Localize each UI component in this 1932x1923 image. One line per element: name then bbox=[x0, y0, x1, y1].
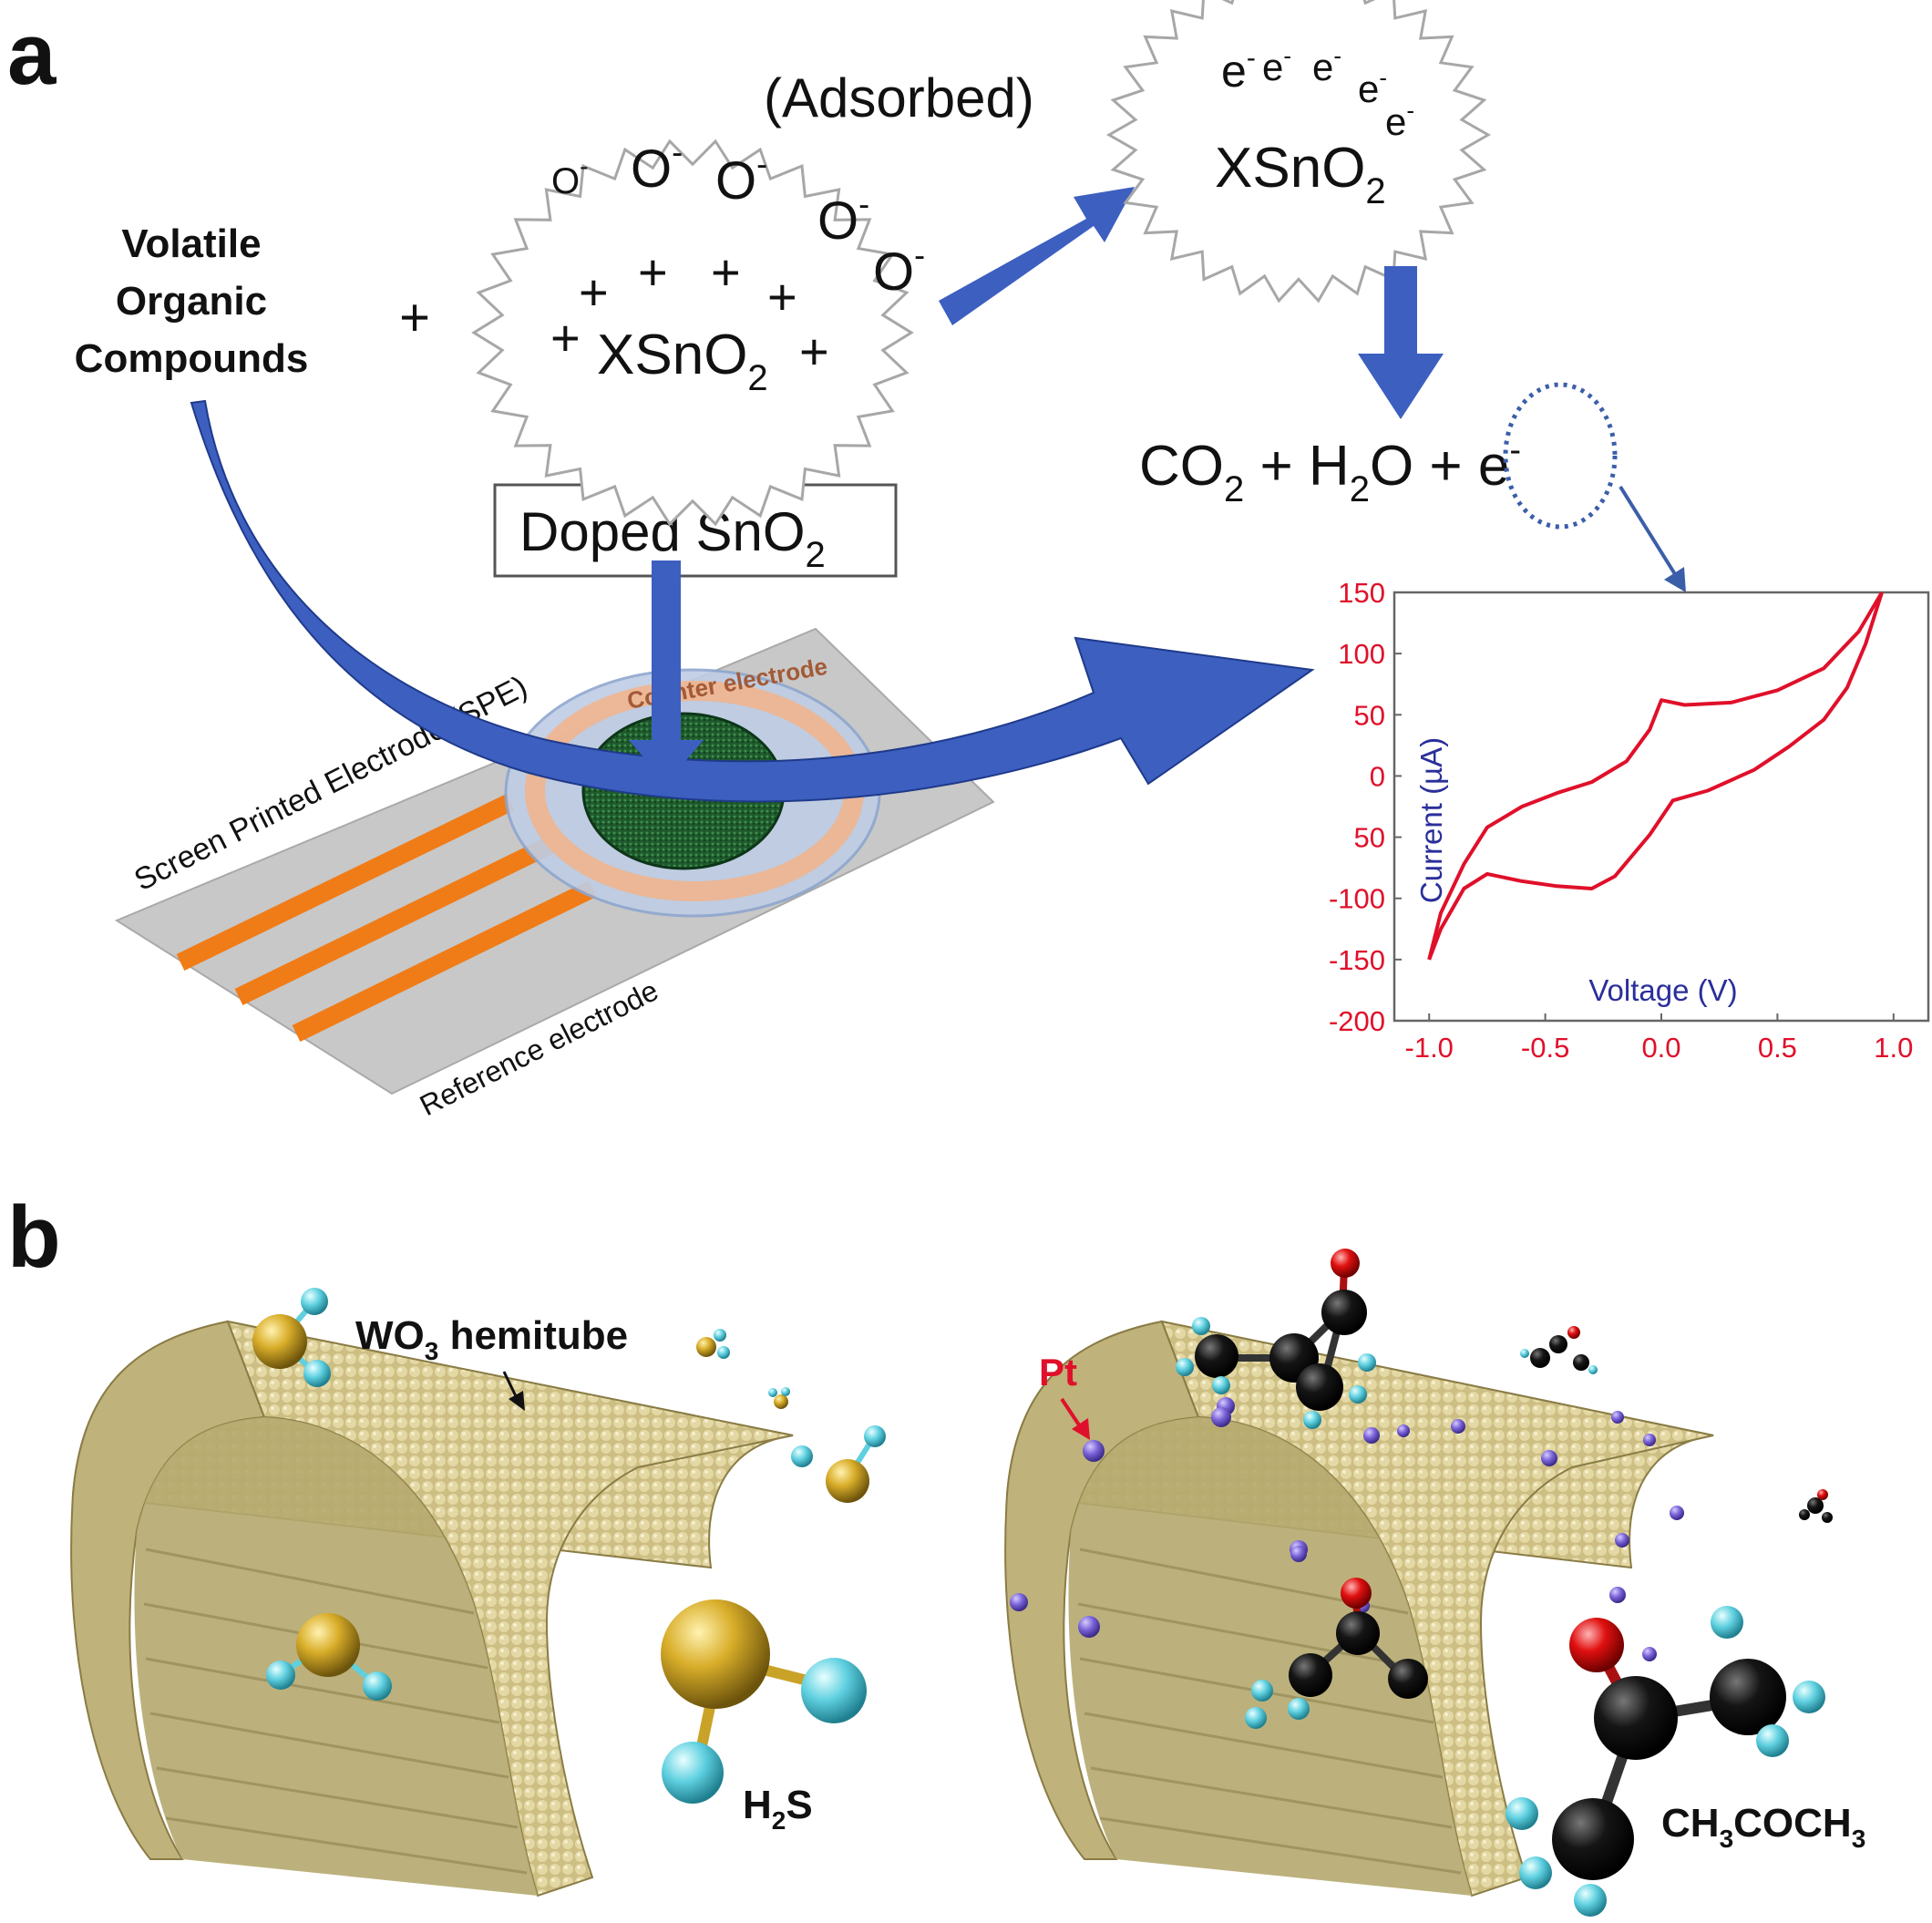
cv-series bbox=[1427, 591, 1884, 961]
svg-text:+: + bbox=[550, 309, 581, 366]
pt-nanoparticles bbox=[1010, 1397, 1684, 1727]
svg-text:e-: e- bbox=[1358, 64, 1387, 110]
svg-text:O-: O- bbox=[817, 185, 869, 251]
h2s-molecules bbox=[252, 1288, 886, 1804]
voc-label: Volatile Organic Compounds bbox=[75, 221, 309, 381]
down-arrow-head bbox=[629, 740, 704, 784]
svg-text:O-: O- bbox=[551, 152, 588, 201]
h2s-label: H2S bbox=[743, 1783, 813, 1835]
y-tick-label: -100 bbox=[1329, 883, 1385, 915]
y-tick-label: 0 bbox=[1370, 760, 1385, 792]
wo3-hemitube-left bbox=[70, 1320, 794, 1897]
y-tick-label: -200 bbox=[1329, 1005, 1385, 1037]
svg-text:+: + bbox=[638, 243, 668, 301]
wo3-hemitube-label: WO3 hemitube bbox=[355, 1313, 628, 1365]
h2s-molecule bbox=[696, 1329, 730, 1359]
h2s-molecule bbox=[252, 1288, 331, 1387]
cv-forward-sweep bbox=[1427, 591, 1884, 961]
svg-text:O-: O- bbox=[873, 236, 925, 302]
acetone-molecule bbox=[1245, 1578, 1428, 1729]
down-arrow-shaft bbox=[652, 560, 681, 747]
acetone-molecules bbox=[1176, 1249, 1833, 1917]
svg-text:+: + bbox=[711, 243, 741, 301]
wo3-hemitube-right bbox=[1004, 1320, 1714, 1897]
panel-a-letter: a bbox=[7, 5, 57, 103]
x-tick-label: 1.0 bbox=[1874, 1032, 1913, 1064]
h2s-molecule bbox=[661, 1599, 867, 1804]
svg-text:e-: e- bbox=[1221, 43, 1256, 97]
cv-chart: 150 100 50 0 50 -100 -150 -200 -1.0 -0.5 0.0 0.5 1.… bbox=[1329, 577, 1930, 1064]
products-equation: CO2 + H2O + e- bbox=[1139, 431, 1521, 509]
y-tick-label: -150 bbox=[1329, 944, 1385, 976]
pt-pointer-arrow bbox=[1060, 1397, 1090, 1440]
svg-text:e-: e- bbox=[1385, 97, 1414, 143]
x-ticks: -1.0 -0.5 0.0 0.5 1.0 bbox=[1405, 1013, 1913, 1064]
electrons: e- e- e- e- e- bbox=[1221, 42, 1414, 143]
sno2-particle-charged bbox=[471, 139, 914, 527]
acetone-molecule bbox=[1506, 1606, 1825, 1917]
svg-text:+: + bbox=[767, 268, 797, 325]
svg-text:+: + bbox=[579, 263, 609, 321]
electron-to-chart-arrow bbox=[1619, 485, 1686, 592]
x-tick-label: -0.5 bbox=[1521, 1032, 1569, 1064]
svg-text:Organic: Organic bbox=[116, 279, 267, 324]
svg-text:e-: e- bbox=[1262, 42, 1291, 88]
h2s-molecule bbox=[791, 1425, 886, 1503]
wo3-pointer-arrow bbox=[502, 1371, 525, 1411]
y-tick-label: 50 bbox=[1354, 699, 1385, 731]
x-tick-label: -1.0 bbox=[1405, 1032, 1454, 1064]
adsorption-arrow bbox=[939, 187, 1135, 325]
y-ticks: 150 100 50 0 50 -100 -150 -200 bbox=[1329, 577, 1402, 1037]
svg-text:Compounds: Compounds bbox=[75, 336, 309, 381]
voc-flow-arrow bbox=[190, 399, 1315, 803]
oxygen-ions: O- O- O- O- O- bbox=[551, 133, 925, 302]
pt-label: Pt bbox=[1039, 1351, 1077, 1393]
positive-charges: + + + + + + bbox=[550, 243, 829, 380]
acetone-label: CH3COCH3 bbox=[1661, 1801, 1865, 1853]
reaction-arrow-shaft bbox=[1384, 266, 1417, 357]
panel-b-letter: b bbox=[7, 1188, 61, 1286]
chart-frame bbox=[1392, 591, 1930, 1023]
acetone-molecule bbox=[1799, 1489, 1833, 1523]
xsno2-adsorbed-label: XSnO2 bbox=[1215, 137, 1386, 211]
x-tick-label: 0.5 bbox=[1758, 1032, 1797, 1064]
xsno2-charged-label: XSnO2 bbox=[597, 324, 768, 398]
adsorbed-label: (Adsorbed) bbox=[764, 67, 1034, 129]
svg-text:O-: O- bbox=[715, 145, 767, 211]
h2s-molecule bbox=[266, 1613, 392, 1701]
reaction-arrow-head bbox=[1358, 354, 1444, 419]
y-tick-label: 50 bbox=[1354, 822, 1385, 854]
cv-reverse-sweep bbox=[1427, 591, 1884, 961]
plus-sign: + bbox=[399, 288, 430, 347]
h2s-molecule bbox=[768, 1387, 790, 1409]
svg-text:+: + bbox=[799, 323, 829, 380]
acetone-molecule bbox=[1520, 1326, 1598, 1374]
y-tick-label: 150 bbox=[1338, 577, 1385, 609]
y-axis-label: Current (µA) bbox=[1414, 737, 1448, 903]
electrode-leads bbox=[176, 794, 597, 1042]
svg-text:O-: O- bbox=[631, 133, 683, 199]
svg-text:e-: e- bbox=[1312, 42, 1341, 88]
y-tick-label: 100 bbox=[1338, 638, 1385, 670]
svg-text:Volatile: Volatile bbox=[121, 221, 261, 266]
x-tick-label: 0.0 bbox=[1641, 1032, 1680, 1064]
acetone-molecule bbox=[1176, 1249, 1376, 1429]
electron-highlight-circle bbox=[1503, 382, 1618, 530]
x-axis-label: Voltage (V) bbox=[1588, 973, 1737, 1007]
